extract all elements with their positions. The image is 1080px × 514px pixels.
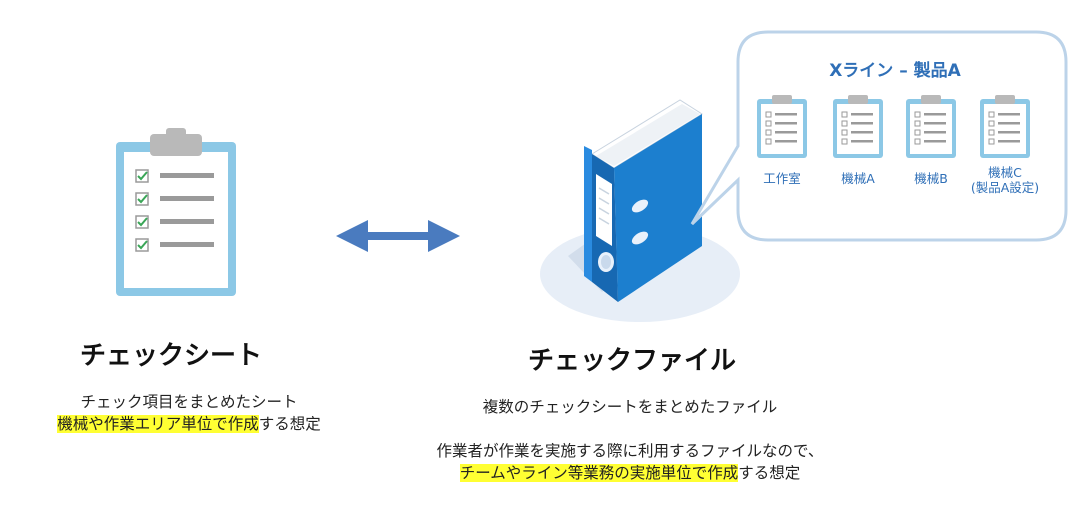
check-file-desc-line2: 作業者が作業を実施する際に利用するファイルなので、 <box>436 442 824 460</box>
bubble-item-3: 機械C (製品A設定) <box>960 93 1050 195</box>
bubble-title: Xライン – 製品A <box>829 61 961 81</box>
check-sheet-description: チェック項目をまとめたシート 機械や作業エリア単位で作成する想定 <box>24 391 354 435</box>
clipboard-icon <box>116 128 236 296</box>
bubble-item-2: 機械B <box>886 93 976 186</box>
check-file-description: 作業者が作業を実施する際に利用するファイルなので、 チームやライン等業務の実施単… <box>400 440 860 484</box>
check-sheet-desc-line1: チェック項目をまとめたシート <box>80 393 298 411</box>
highlight-text: 機械や作業エリア単位で作成 <box>57 415 259 433</box>
bubble-item-0: 工作室 <box>737 93 827 186</box>
check-file-desc-line1: 複数のチェックシートをまとめたファイル <box>482 398 778 416</box>
check-file-title: チェックファイル <box>528 346 737 376</box>
check-file-desc-line3: チームやライン等業務の実施単位で作成する想定 <box>400 462 860 484</box>
bubble-item-label: 機械C <box>988 165 1022 180</box>
desc-text: する想定 <box>258 415 321 433</box>
desc-text: する想定 <box>738 464 801 482</box>
double-arrow-icon <box>336 220 460 252</box>
mini-clipboard-icon <box>980 95 1030 158</box>
bubble-item-1: 機械A <box>813 93 903 186</box>
mini-clipboard-icon <box>757 95 807 158</box>
bubble-item-label: 機械A <box>841 171 875 186</box>
check-sheet-title: チェックシート <box>80 341 263 371</box>
bubble-item-label: 機械B <box>914 171 948 186</box>
mini-clipboard-icon <box>833 95 883 158</box>
mini-clipboard-icon <box>906 95 956 158</box>
check-sheet-desc-line2: 機械や作業エリア単位で作成する想定 <box>24 413 354 435</box>
bubble-item-sublabel: (製品A設定) <box>970 180 1040 195</box>
highlight-text: チームやライン等業務の実施単位で作成 <box>459 464 739 482</box>
bubble-item-label: 工作室 <box>763 171 801 186</box>
binder-file-icon <box>540 99 740 322</box>
checklist-rows <box>135 169 214 252</box>
